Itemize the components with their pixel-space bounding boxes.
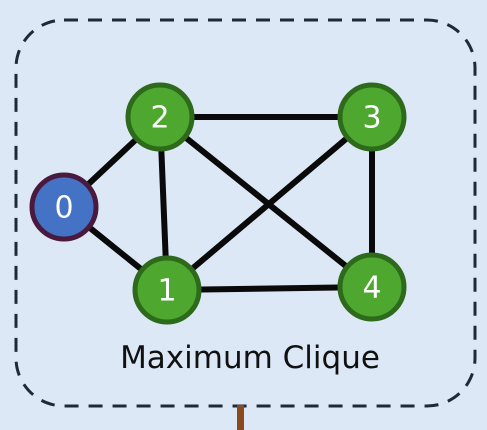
node-2: 2 — [125, 82, 195, 152]
dashed-border — [14, 18, 477, 408]
node-4: 4 — [337, 252, 407, 322]
caption: Maximum Clique — [120, 340, 380, 376]
node-label: 0 — [54, 191, 73, 226]
edge-2-4 — [157, 114, 375, 290]
nodes: 0 1 2 3 4 — [29, 82, 407, 325]
node-circle — [29, 172, 99, 242]
edge-3-1 — [164, 114, 375, 293]
node-circle — [337, 252, 407, 322]
node-circle — [125, 82, 195, 152]
node-circle — [337, 82, 407, 152]
node-circle — [132, 255, 202, 325]
node-0: 0 — [29, 172, 99, 242]
connector-stub — [237, 405, 244, 430]
node-3: 3 — [337, 82, 407, 152]
node-1: 1 — [132, 255, 202, 325]
node-label: 4 — [362, 271, 381, 306]
node-label: 1 — [157, 274, 176, 309]
node-label: 2 — [150, 101, 169, 136]
node-label: 3 — [362, 101, 381, 136]
